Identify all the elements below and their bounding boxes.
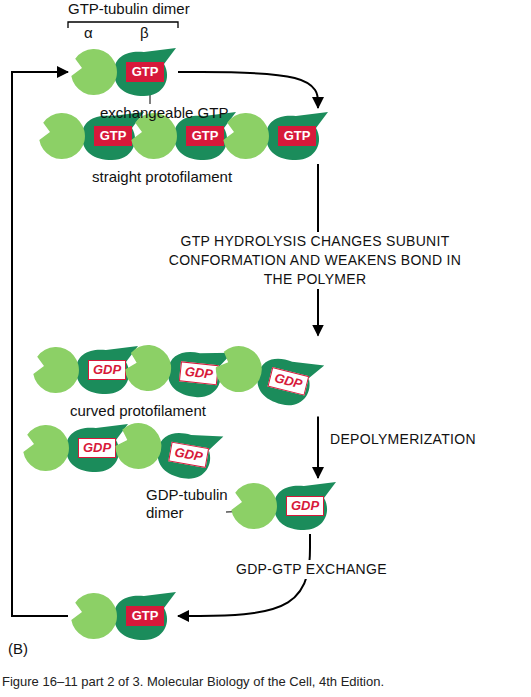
tubulin-dimer: GTP — [68, 588, 178, 644]
nucleotide-label: GDP — [78, 438, 116, 458]
tubulin-dimer: GTP — [68, 44, 178, 100]
tubulin-dimer: GDP — [207, 336, 327, 417]
nucleotide-label: GTP — [126, 606, 164, 626]
step-label: GTP HYDROLYSIS CHANGES SUBUNIT CONFORMAT… — [165, 232, 465, 289]
nucleotide-label: GTP — [94, 126, 132, 146]
text-label: exchangeable GTP — [100, 104, 228, 122]
alpha-subunit — [223, 113, 269, 159]
text-label: (B) — [8, 640, 28, 658]
nucleotide-label: GDP — [286, 496, 324, 516]
tubulin-dimer: GDP — [30, 342, 140, 398]
nucleotide-label: GTP — [278, 126, 316, 146]
beta-subunit — [274, 482, 336, 530]
cycle-arrow — [178, 72, 318, 108]
alpha-subunit — [211, 341, 266, 397]
nucleotide-label: GTP — [186, 126, 224, 146]
alpha-subunit — [71, 49, 117, 95]
nucleotide-label: GTP — [126, 62, 164, 82]
figure-caption: Figure 16–11 part 2 of 3. Molecular Biol… — [2, 674, 384, 689]
alpha-subunit — [23, 425, 69, 471]
alpha-subunit — [112, 419, 165, 472]
text-label: α — [84, 24, 93, 42]
tubulin-dimer: GDP — [108, 414, 226, 488]
text-label: GDP-tubulin dimer — [146, 486, 228, 522]
alpha-subunit — [39, 113, 85, 159]
text-label: β — [140, 24, 149, 42]
beta-subunit — [266, 112, 328, 160]
alpha-subunit — [33, 347, 79, 393]
text-label: GTP-tubulin dimer — [68, 0, 190, 18]
text-label: straight protofilament — [92, 168, 232, 186]
tubulin-dimer: GDP — [228, 478, 338, 534]
alpha-subunit — [71, 593, 117, 639]
step-label: DEPOLYMERIZATION — [330, 430, 476, 449]
step-label: GDP-GTP EXCHANGE — [236, 560, 387, 579]
beta-subunit — [114, 48, 176, 96]
nucleotide-label: GDP — [179, 361, 219, 385]
tubulin-dimer: GDP — [20, 420, 130, 476]
nucleotide-label: GDP — [88, 360, 126, 380]
text-label: curved protofilament — [70, 402, 206, 420]
alpha-subunit — [123, 343, 173, 394]
beta-subunit — [154, 426, 223, 484]
beta-subunit — [252, 351, 324, 413]
tubulin-dimer: GTP — [220, 108, 330, 164]
alpha-subunit — [231, 483, 277, 529]
beta-subunit — [114, 592, 176, 640]
cycle-arrow — [317, 416, 319, 478]
